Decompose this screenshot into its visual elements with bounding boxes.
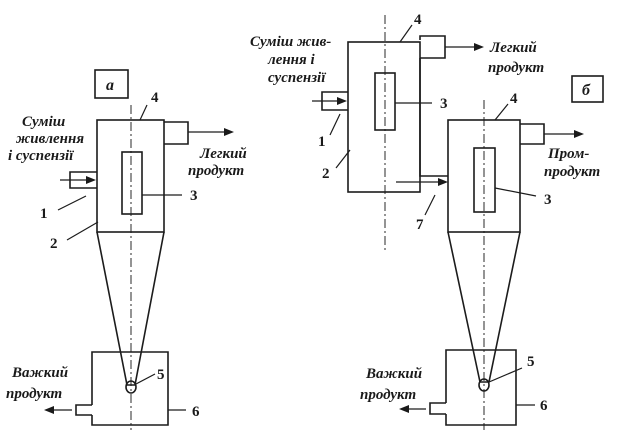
diagram-a-num-4: 4 xyxy=(151,90,159,106)
diagram-a-feed-label-1: Суміш xyxy=(22,114,65,130)
diagram-a-feed-label-2: живлення xyxy=(16,131,84,147)
diagram-a-feed-label-3: і суспензії xyxy=(8,148,74,164)
diagram-b-feed-label-3: суспензії xyxy=(268,70,326,86)
diagram-b-light-arrowhead xyxy=(474,43,484,51)
diagram-b-overflow-pipe-1 xyxy=(419,35,446,59)
diagram-a-cylinder xyxy=(96,119,165,233)
diagram-b-num-3a: 3 xyxy=(440,96,448,112)
diagram-b-feed-label-1: Суміш жив- xyxy=(250,34,331,50)
diagram-b-chamber xyxy=(445,349,517,426)
diagram-b-num-4a: 4 xyxy=(414,12,422,28)
diagram-b-cone-2 xyxy=(447,231,521,383)
diagram-b-middle-pipe xyxy=(520,123,545,145)
diagram-a-light-label-2: продукт xyxy=(188,163,244,179)
diagram-b-middle-label-2: продукт xyxy=(544,164,600,180)
diagram-a-tag: а xyxy=(106,77,114,94)
diagram-b-tag-box xyxy=(571,75,604,103)
diagram-a-heavy-label-1: Важкий xyxy=(11,365,68,381)
diagram-b-light-label-1: Легкий xyxy=(489,40,537,56)
diagram-a-tag-box xyxy=(94,69,129,99)
diagram-b-leader-1 xyxy=(329,113,341,136)
diagram-a-light-arrowhead xyxy=(224,128,234,136)
diagram-b-vortex-finder-2 xyxy=(473,147,496,213)
diagram-a-chamber xyxy=(91,351,169,426)
diagram-b-heavy-arrowhead xyxy=(399,405,409,413)
diagram-a: а 4 3 1 2 5 xyxy=(6,69,247,430)
diagram-a-num-2: 2 xyxy=(50,236,58,252)
diagram-a-apex xyxy=(125,380,137,394)
diagram-b-apex xyxy=(478,378,490,392)
diagram-a-leader-2 xyxy=(66,221,99,241)
diagram-b-leader-2 xyxy=(335,149,351,169)
diagram-b-leader-4b xyxy=(494,103,509,121)
diagram-b-tag: б xyxy=(582,82,591,99)
diagram-b-leader-7 xyxy=(424,194,436,216)
diagram-b-num-2: 2 xyxy=(322,166,330,182)
diagram-b-cylinder-2 xyxy=(447,119,521,233)
diagram-b-num-1: 1 xyxy=(318,134,326,150)
diagram-b-num-7: 7 xyxy=(416,217,424,233)
diagram-b-feed-label-2: лення і xyxy=(267,52,315,68)
diagram-b-feed-arrowhead xyxy=(337,97,347,105)
diagram-b-leader-5 xyxy=(488,367,523,383)
diagram-a-num-3: 3 xyxy=(190,188,198,204)
diagram-a-vortex-finder xyxy=(121,151,143,215)
diagram-b: б xyxy=(250,12,604,430)
diagram-a-leader-1 xyxy=(57,195,87,211)
diagram-b-middle-label-1: Пром- xyxy=(547,146,589,162)
diagram-b-num-3b: 3 xyxy=(544,192,552,208)
diagram-b-num-5: 5 xyxy=(527,354,535,370)
diagram-a-num-6: 6 xyxy=(192,404,200,420)
diagram-a-underflow-pipe xyxy=(75,404,92,416)
diagram-b-transfer-pipe xyxy=(419,58,448,177)
diagram-b-light-label-2: продукт xyxy=(488,60,544,76)
diagram-a-feed-arrowhead xyxy=(86,176,96,184)
diagram-b-heavy-label-2: продукт xyxy=(360,387,416,403)
diagram-a-light-label-1: Легкий xyxy=(199,146,247,162)
diagram-a-heavy-arrowhead xyxy=(44,406,54,414)
diagram-a-cone xyxy=(96,231,165,386)
diagram-b-vortex-finder-1 xyxy=(374,72,396,131)
diagram-a-leader-4 xyxy=(139,104,148,121)
diagram-b-num-6: 6 xyxy=(540,398,548,414)
diagram-a-overflow-pipe xyxy=(164,121,189,145)
diagram-b-leader-4a xyxy=(399,24,413,43)
diagram-b-middle-arrowhead xyxy=(574,130,584,138)
diagram-a-heavy-label-2: продукт xyxy=(6,386,62,402)
diagram-b-num-4b: 4 xyxy=(510,91,518,107)
diagram-b-transfer-arrowhead xyxy=(438,178,448,186)
diagram-b-heavy-label-1: Важкий xyxy=(365,366,422,382)
diagram-b-cylinder-1 xyxy=(347,41,421,193)
diagram-b-underflow-pipe xyxy=(429,402,446,415)
diagram-a-num-5: 5 xyxy=(157,367,165,383)
diagram-a-leader-5 xyxy=(135,373,156,385)
diagram-b-leader-3b xyxy=(494,187,537,197)
diagram-a-num-1: 1 xyxy=(40,206,48,222)
